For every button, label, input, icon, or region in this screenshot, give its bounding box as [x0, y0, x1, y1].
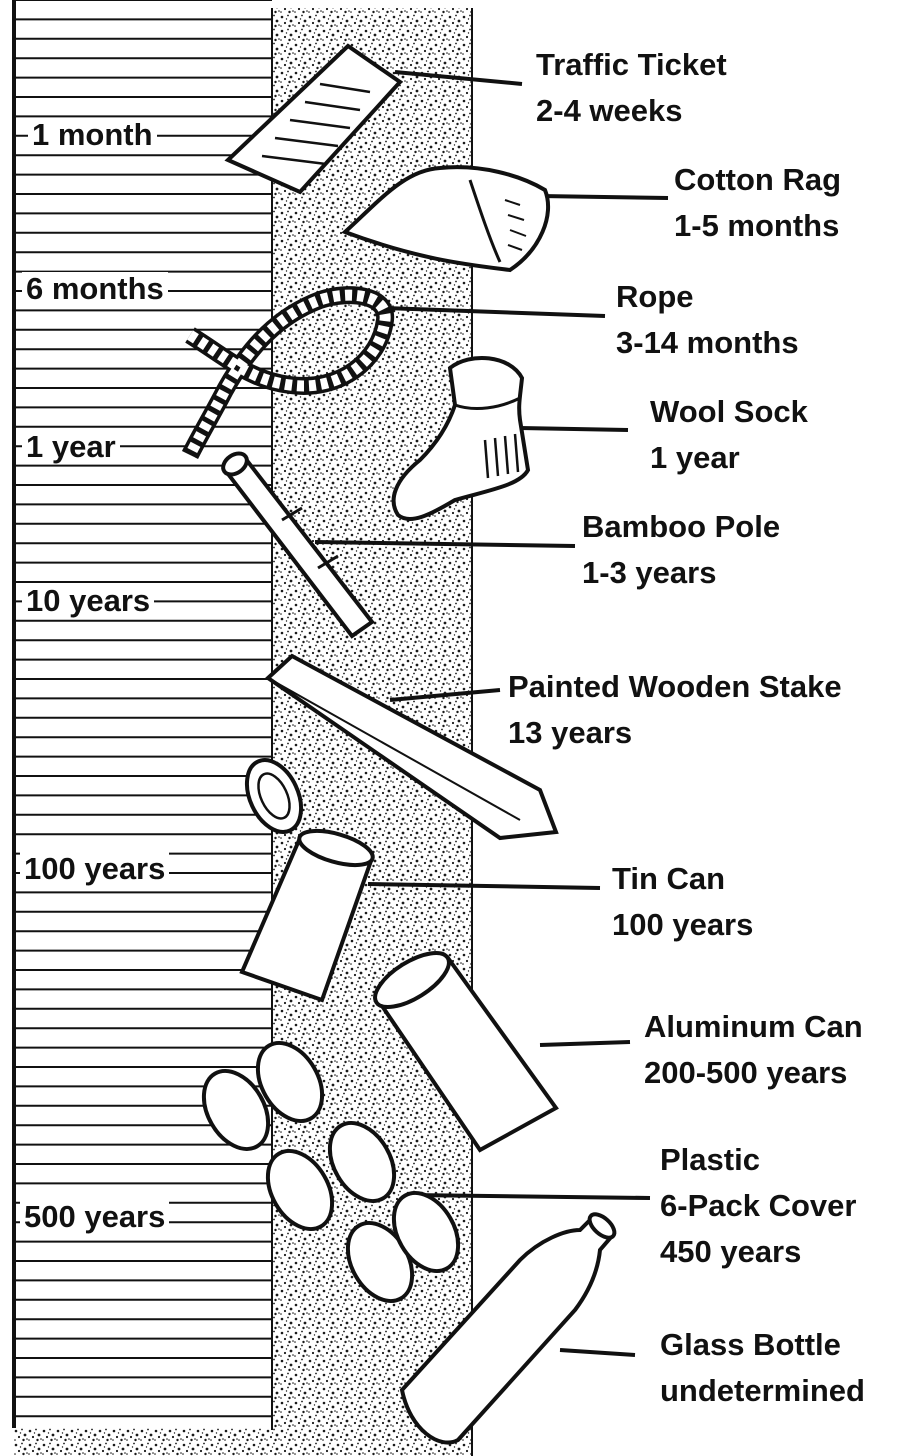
item-time: 2-4 weeks [536, 88, 727, 134]
item-name: Traffic Ticket [536, 42, 727, 88]
label-traffic-ticket: Traffic Ticket 2-4 weeks [536, 42, 727, 134]
scale-label-1-year: 1 year [22, 430, 120, 464]
item-time: 13 years [508, 710, 842, 756]
scale-label-1-month: 1 month [28, 118, 157, 152]
label-rope: Rope 3-14 months [616, 274, 799, 366]
item-name: Tin Can [612, 856, 753, 902]
item-name: Glass Bottle [660, 1322, 865, 1368]
label-bamboo-pole: Bamboo Pole 1-3 years [582, 504, 780, 596]
label-aluminum-can: Aluminum Can 200-500 years [644, 1004, 863, 1096]
scale-label-10-years: 10 years [22, 584, 154, 618]
item-time: 450 years [660, 1229, 856, 1275]
label-painted-wooden-stake: Painted Wooden Stake 13 years [508, 664, 842, 756]
label-plastic-six-pack: Plastic 6-Pack Cover 450 years [660, 1137, 856, 1275]
label-glass-bottle: Glass Bottle undetermined [660, 1322, 865, 1414]
item-name: Bamboo Pole [582, 504, 780, 550]
scale-label-100-years: 100 years [20, 852, 169, 886]
item-name-line2: 6-Pack Cover [660, 1183, 856, 1229]
item-name: Aluminum Can [644, 1004, 863, 1050]
item-time: 1-5 months [674, 203, 841, 249]
item-name: Cotton Rag [674, 157, 841, 203]
scale-label-500-years: 500 years [20, 1200, 169, 1234]
item-time: 200-500 years [644, 1050, 863, 1096]
item-time: 1-3 years [582, 550, 780, 596]
item-time: 3-14 months [616, 320, 799, 366]
item-time: 100 years [612, 902, 753, 948]
item-name: Plastic [660, 1137, 856, 1183]
item-name: Painted Wooden Stake [508, 664, 842, 710]
scale-label-6-months: 6 months [22, 272, 168, 306]
label-tin-can: Tin Can 100 years [612, 856, 753, 948]
item-name: Wool Sock [650, 389, 808, 435]
label-wool-sock: Wool Sock 1 year [650, 389, 808, 481]
item-time: 1 year [650, 435, 808, 481]
item-name: Rope [616, 274, 799, 320]
item-time: undetermined [660, 1368, 865, 1414]
label-cotton-rag: Cotton Rag 1-5 months [674, 157, 841, 249]
